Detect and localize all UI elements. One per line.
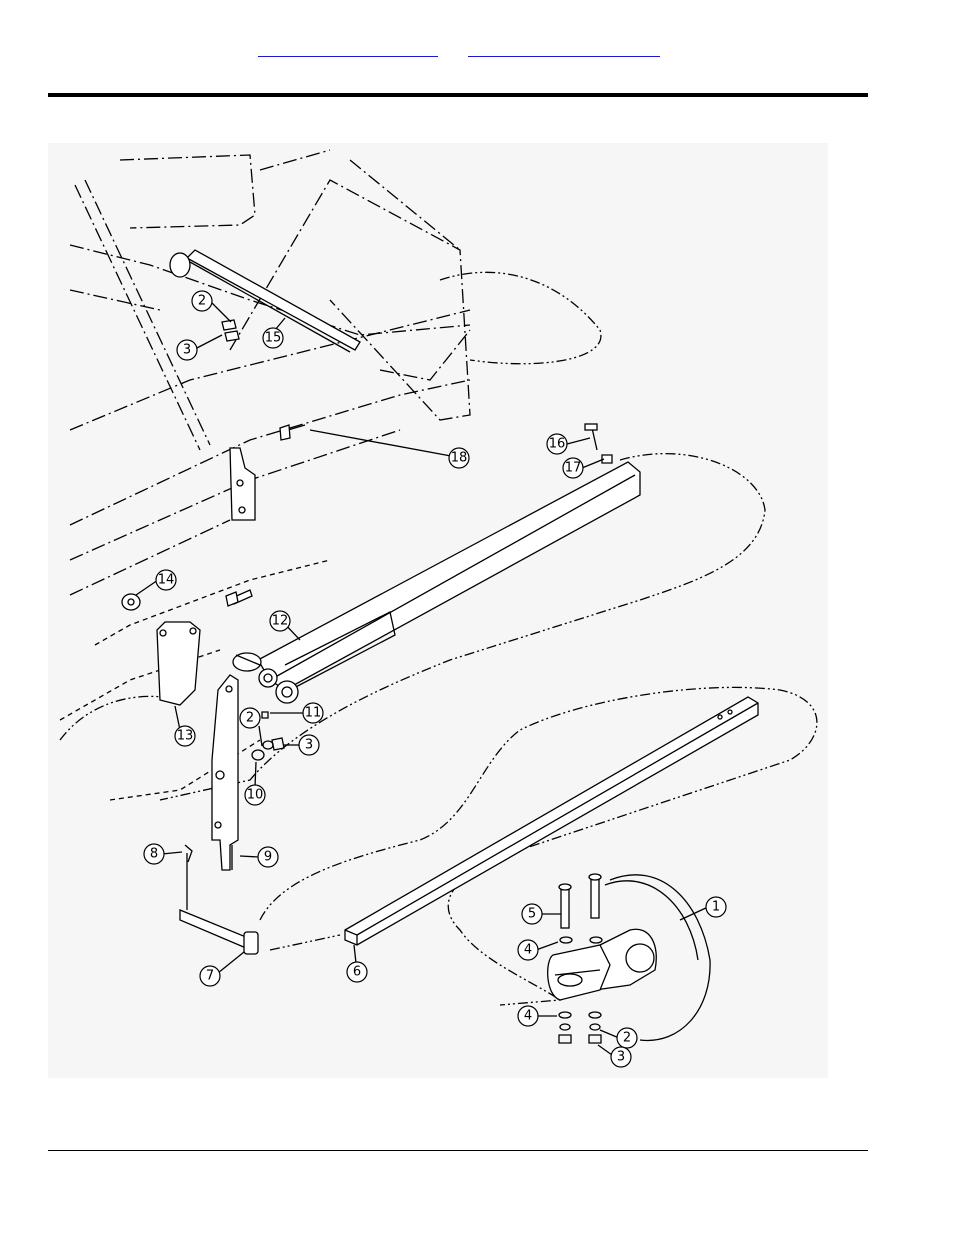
callout-12: 12	[272, 614, 289, 629]
hitch-pin	[180, 845, 258, 954]
callout-8: 8	[150, 847, 158, 862]
callout-15: 15	[265, 331, 282, 346]
disc-blade	[548, 875, 710, 1041]
callout-2-top: 2	[198, 294, 206, 309]
callout-11: 11	[305, 706, 322, 721]
callout-13: 13	[177, 729, 194, 744]
callout-18: 18	[451, 451, 468, 466]
clamp-plate	[230, 448, 255, 520]
callout-17: 17	[565, 461, 582, 476]
callout-3-bottom: 3	[617, 1050, 625, 1065]
square-tube	[345, 697, 758, 945]
callout-14: 14	[158, 573, 175, 588]
callout-16: 16	[549, 437, 566, 452]
callout-9: 9	[264, 850, 272, 865]
callout-3-mid: 3	[305, 738, 313, 753]
callout-4-upper: 4	[524, 943, 532, 958]
callout-10: 10	[247, 788, 264, 803]
callout-7: 7	[206, 969, 214, 984]
callout-2-bottom: 2	[623, 1031, 631, 1046]
callout-5: 5	[528, 907, 536, 922]
callout-6: 6	[353, 965, 361, 980]
frame-outline	[70, 150, 470, 595]
long-tube	[258, 462, 640, 703]
upright-arm	[212, 675, 238, 870]
callout-2-mid: 2	[246, 711, 254, 726]
callout-1: 1	[712, 900, 720, 915]
callout-4-lower: 4	[524, 1009, 532, 1024]
footer-rule	[48, 1150, 868, 1151]
disc-bolts	[559, 874, 602, 943]
mount-bracket	[157, 622, 261, 705]
callout-3-top: 3	[183, 343, 191, 358]
